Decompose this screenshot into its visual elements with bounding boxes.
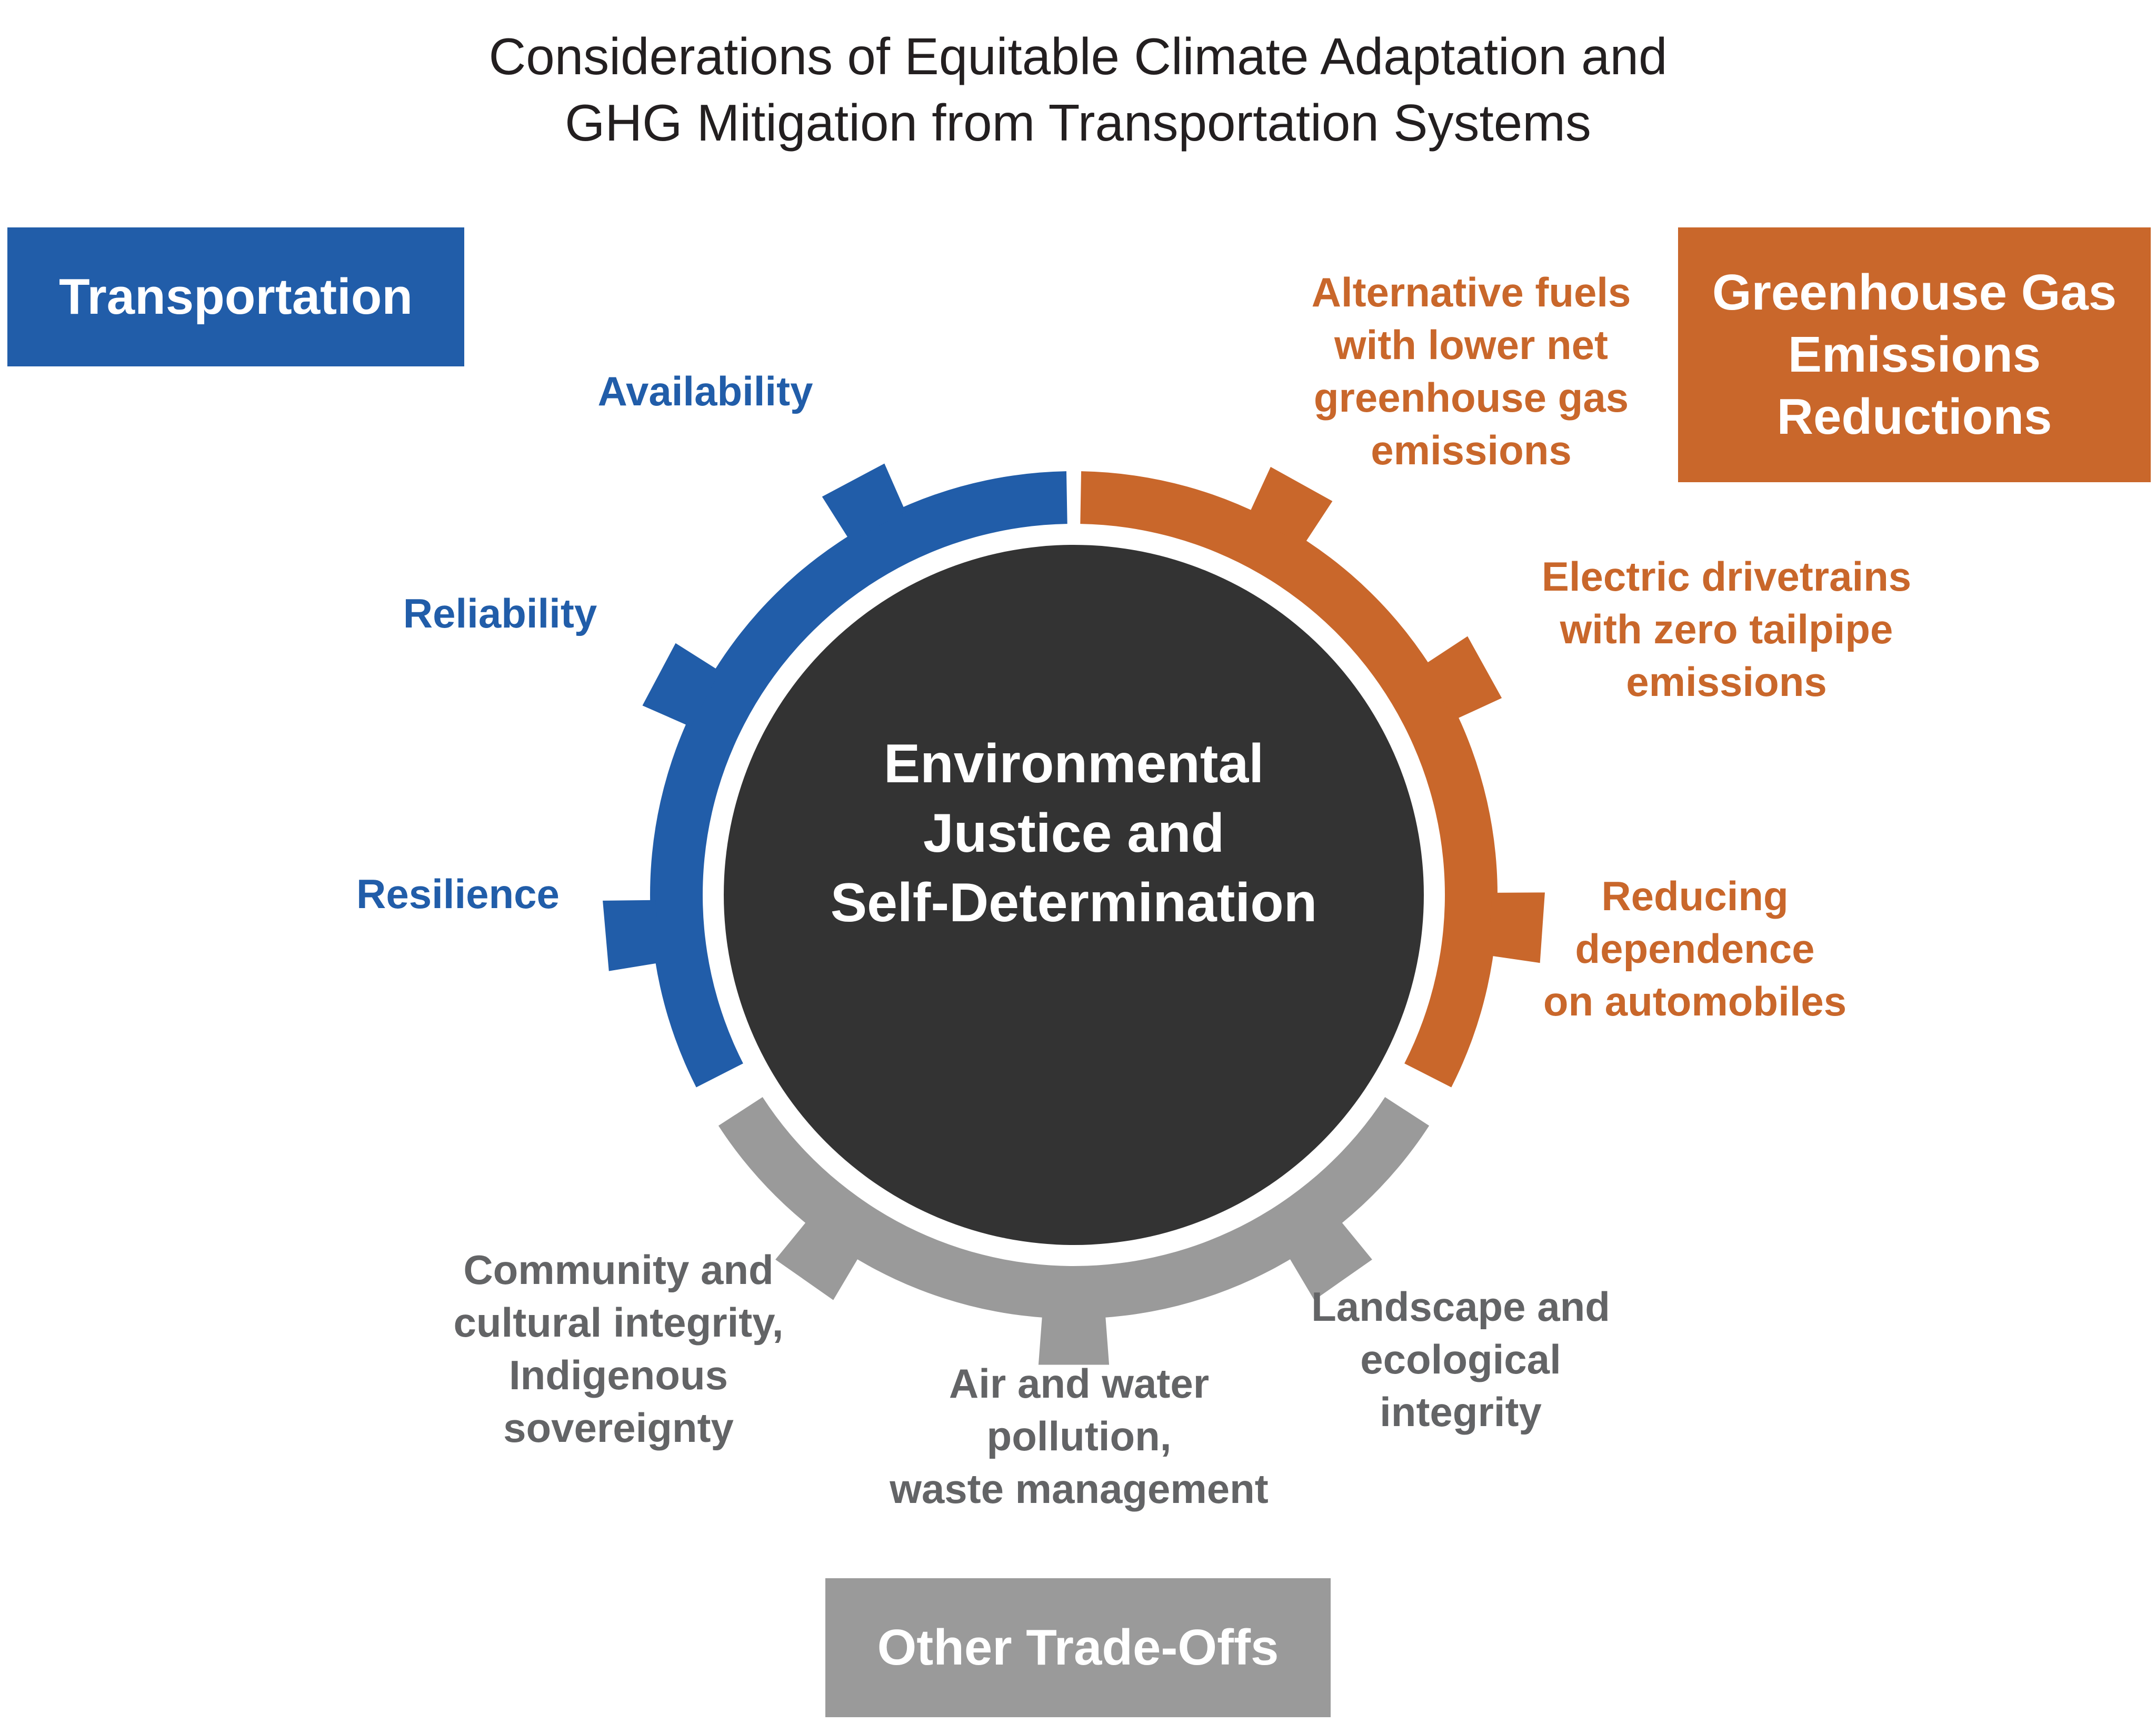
other-tradeoffs-arc bbox=[718, 1097, 1430, 1319]
center-label: Environmental Justice and Self-Determina… bbox=[737, 729, 1411, 938]
air-water-pollution-label: Air and water pollution, waste managemen… bbox=[890, 1360, 1269, 1512]
ghg-category-line-3: Reductions bbox=[1776, 389, 2052, 445]
transportation-arc bbox=[650, 471, 1067, 1088]
transportation-tooth bbox=[642, 643, 721, 727]
ghg-tooth bbox=[1488, 892, 1545, 963]
center-line-1: Environmental bbox=[883, 733, 1264, 794]
landscape-ecological-label: Landscape and ecological integrity bbox=[1311, 1283, 1610, 1435]
other-tradeoffs-category-box: Other Trade-Offs bbox=[825, 1578, 1331, 1717]
center-line-2: Justice and bbox=[923, 803, 1225, 864]
ghg-category-box: Greenhouse Gas Emissions Reductions bbox=[1678, 227, 2151, 482]
availability-label: Availability bbox=[597, 368, 813, 414]
reducing-dependence-label: Reducing dependence on automobiles bbox=[1543, 873, 1847, 1024]
title-line-2: GHG Mitigation from Transportation Syste… bbox=[565, 94, 1591, 152]
other-tradeoffs-tooth bbox=[1287, 1219, 1372, 1300]
title-line-1: Considerations of Equitable Climate Adap… bbox=[488, 27, 1668, 85]
electric-drivetrains-label: Electric drivetrains with zero tailpipe … bbox=[1541, 553, 1912, 705]
transportation-tooth bbox=[822, 463, 906, 542]
diagram-title: Considerations of Equitable Climate Adap… bbox=[0, 23, 2156, 156]
reliability-label: Reliability bbox=[403, 590, 597, 636]
transportation-tooth bbox=[603, 900, 661, 971]
transportation-category-box: Transportation bbox=[7, 227, 464, 366]
gear-segments bbox=[603, 463, 1545, 1365]
alternative-fuels-label: Alternative fuels with lower net greenho… bbox=[1311, 269, 1631, 473]
community-integrity-label: Community and cultural integrity, Indige… bbox=[453, 1247, 784, 1451]
ghg-arc bbox=[1080, 471, 1498, 1088]
ghg-category-line-1: Greenhouse Gas bbox=[1712, 264, 2117, 321]
other-tradeoffs-tooth bbox=[1038, 1312, 1110, 1365]
ghg-tooth bbox=[1249, 466, 1333, 545]
center-line-3: Self-Determination bbox=[830, 872, 1317, 933]
resilience-label: Resilience bbox=[356, 871, 560, 917]
other-tradeoffs-category-label: Other Trade-Offs bbox=[877, 1619, 1279, 1676]
transportation-category-label: Transportation bbox=[58, 268, 413, 325]
ghg-tooth bbox=[1423, 636, 1502, 720]
center-circle bbox=[724, 545, 1424, 1245]
other-tradeoffs-tooth bbox=[775, 1219, 861, 1300]
ghg-category-line-2: Emissions bbox=[1788, 326, 2041, 383]
